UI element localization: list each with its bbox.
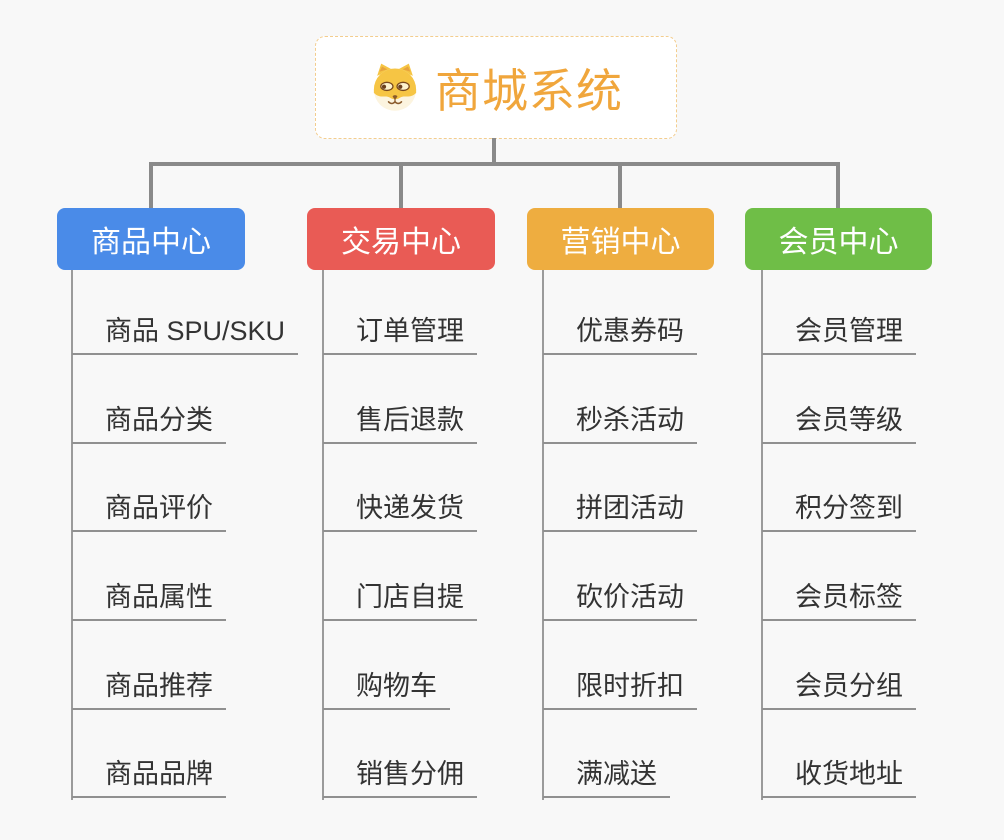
- connector-branch-drop: [618, 162, 622, 208]
- sub-item[interactable]: 会员分组: [762, 664, 916, 710]
- sub-item[interactable]: 积分签到: [762, 486, 916, 532]
- branch-node-label: 商品中心: [91, 226, 211, 259]
- dog-face-icon: [373, 63, 417, 111]
- branch-node-product-center[interactable]: 商品中心: [57, 208, 245, 270]
- branch-trunk-line: [71, 270, 73, 800]
- connector-bus: [149, 162, 840, 166]
- sub-item[interactable]: 拼团活动: [543, 486, 697, 532]
- branch-node-member-center[interactable]: 会员中心: [745, 208, 932, 270]
- sub-item[interactable]: 会员管理: [762, 309, 916, 355]
- branch-trunk-line: [542, 270, 544, 800]
- root-node[interactable]: 商城系统: [315, 36, 677, 139]
- root-node-title: 商城系统: [435, 64, 623, 117]
- sub-item[interactable]: 砍价活动: [543, 575, 697, 621]
- connector-branch-drop: [399, 162, 403, 208]
- sub-item[interactable]: 优惠券码: [543, 309, 697, 355]
- branch-node-label: 营销中心: [560, 226, 681, 259]
- sub-item[interactable]: 会员标签: [762, 575, 916, 621]
- sub-item[interactable]: 销售分佣: [323, 752, 477, 798]
- sub-item[interactable]: 商品 SPU/SKU: [72, 309, 299, 355]
- sub-item[interactable]: 秒杀活动: [543, 398, 697, 444]
- sub-item[interactable]: 会员等级: [762, 398, 916, 444]
- sub-item[interactable]: 售后退款: [323, 398, 477, 444]
- sub-item[interactable]: 购物车: [323, 664, 450, 710]
- connector-branch-drop: [149, 162, 153, 208]
- connector-branch-drop: [836, 162, 840, 208]
- sub-item[interactable]: 满减送: [543, 752, 670, 798]
- sub-item[interactable]: 商品推荐: [72, 664, 226, 710]
- sub-item[interactable]: 订单管理: [323, 309, 477, 355]
- sub-item[interactable]: 快递发货: [323, 486, 477, 532]
- branch-node-marketing-center[interactable]: 营销中心: [527, 208, 714, 270]
- sub-item[interactable]: 限时折扣: [543, 664, 697, 710]
- sub-item[interactable]: 商品属性: [72, 575, 226, 621]
- sub-item[interactable]: 商品分类: [72, 398, 226, 444]
- sub-item[interactable]: 商品评价: [72, 486, 226, 532]
- connector-root-drop: [492, 138, 496, 162]
- branch-node-label: 会员中心: [778, 226, 899, 259]
- sub-item[interactable]: 商品品牌: [72, 752, 226, 798]
- sub-item[interactable]: 门店自提: [323, 575, 477, 621]
- branch-node-trade-center[interactable]: 交易中心: [307, 208, 495, 270]
- sub-item[interactable]: 收货地址: [762, 752, 916, 798]
- branch-node-label: 交易中心: [341, 226, 461, 259]
- branch-trunk-line: [322, 270, 324, 800]
- branch-trunk-line: [761, 270, 763, 800]
